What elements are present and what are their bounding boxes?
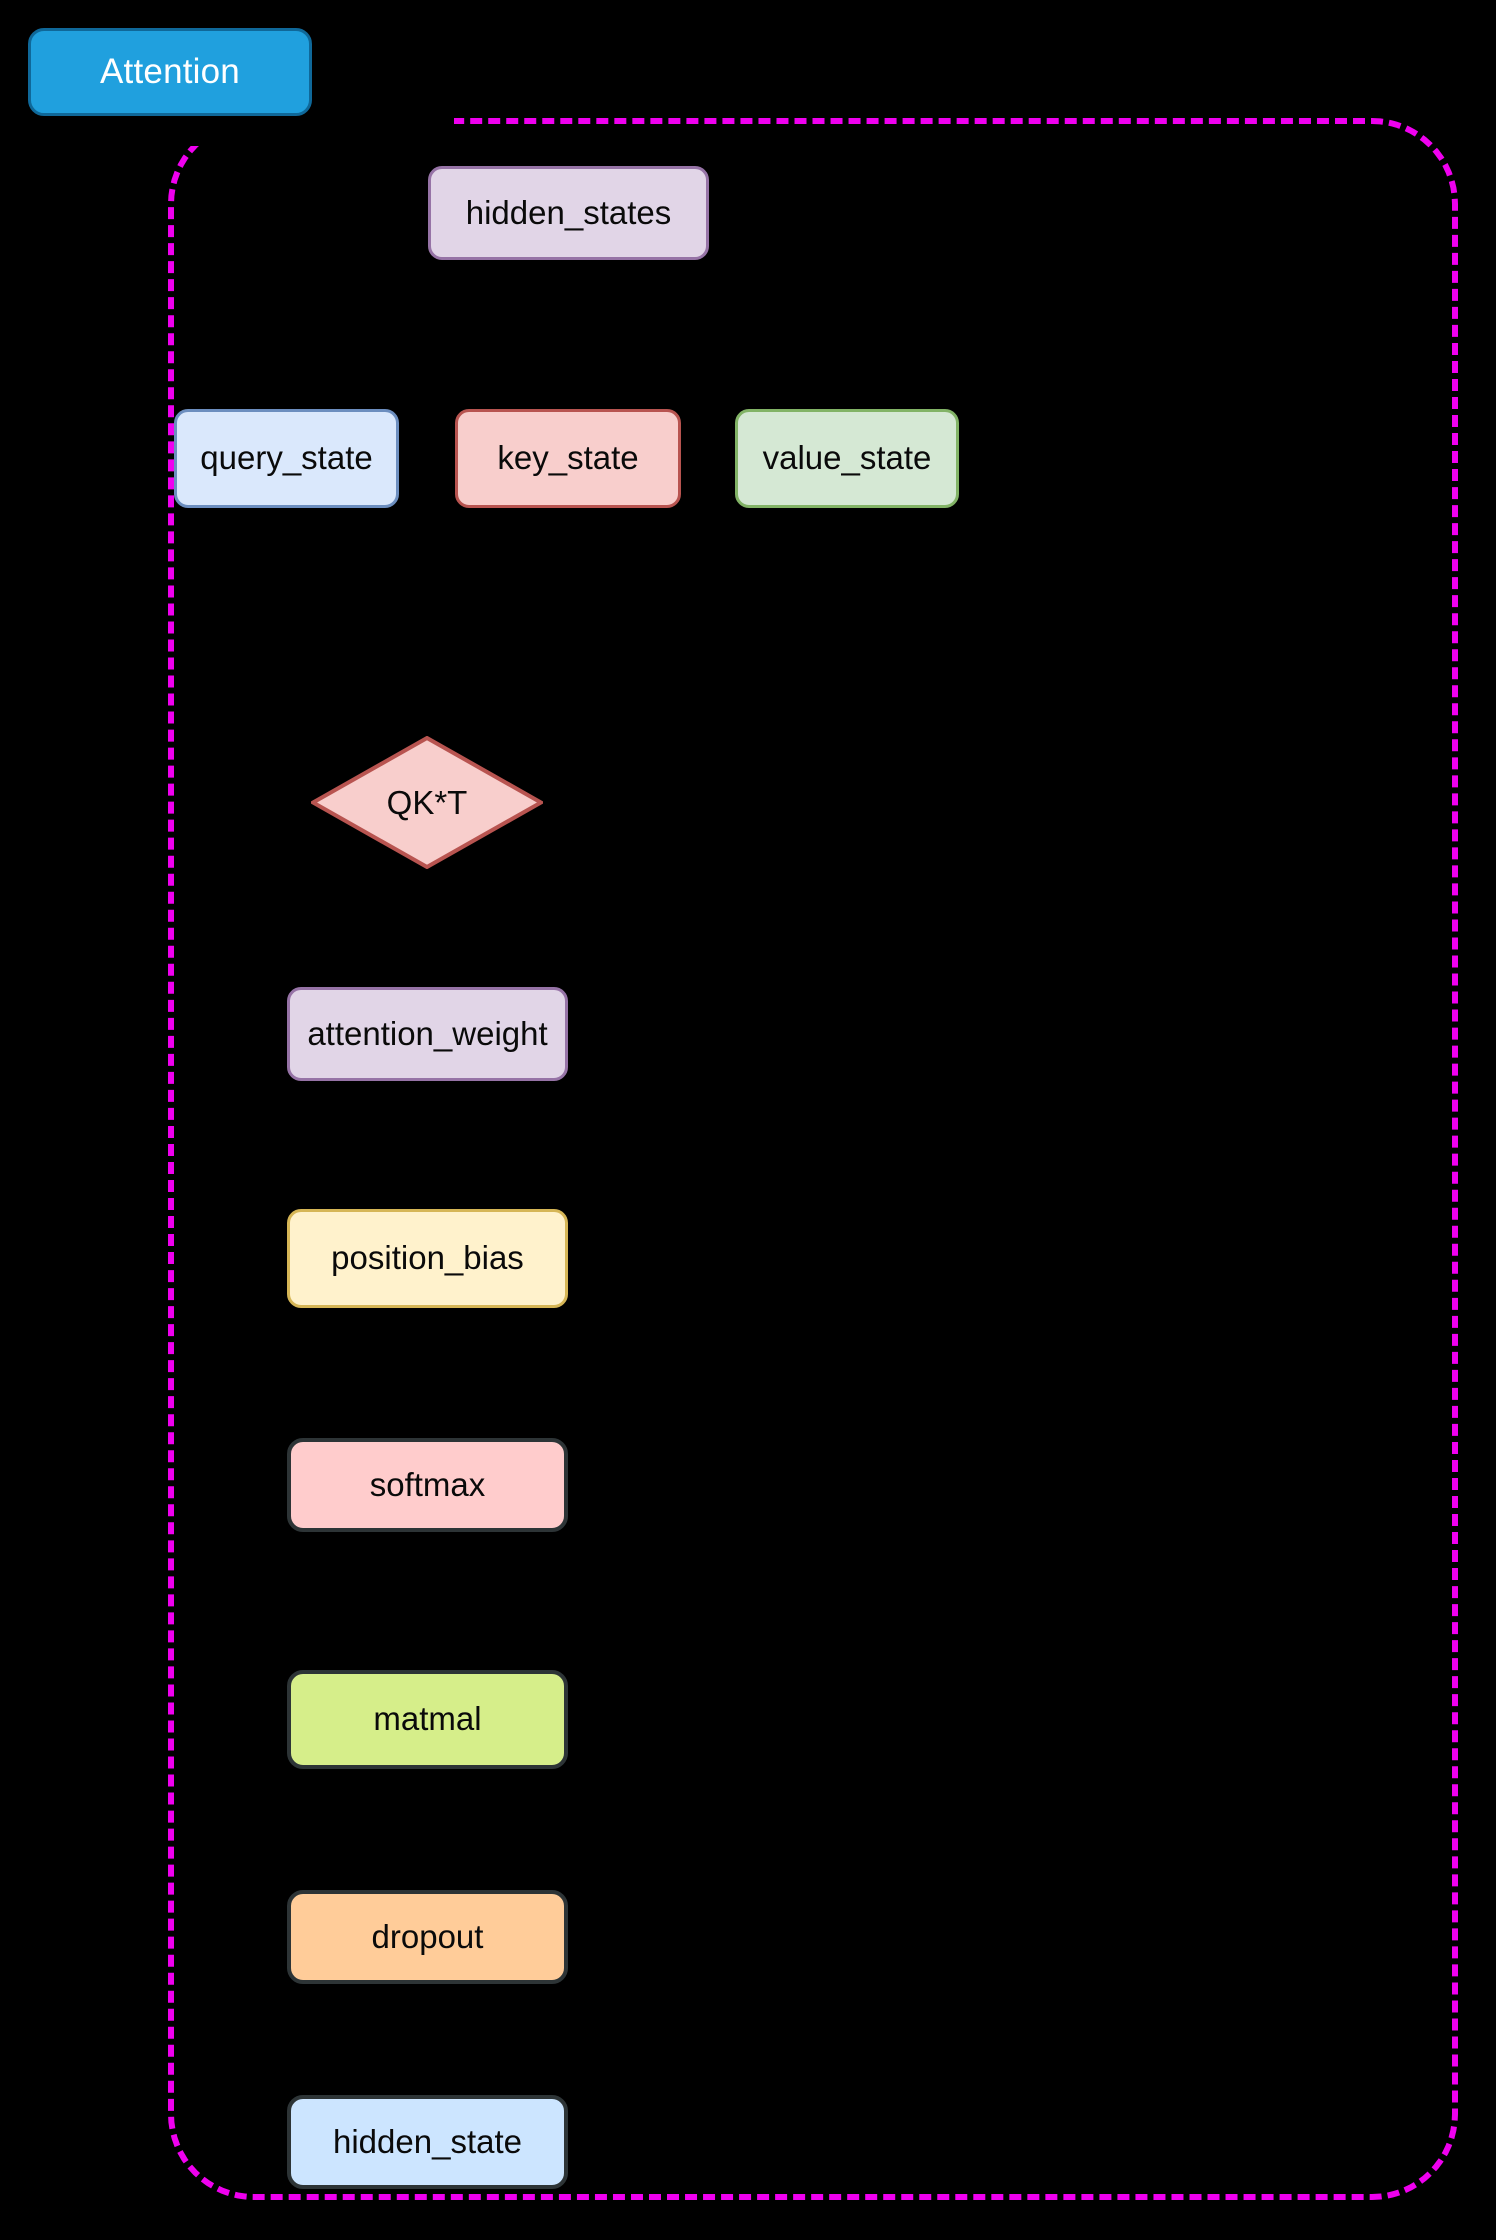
node-attention-weight-label: attention_weight <box>307 1014 548 1052</box>
node-hidden-state-label: hidden_state <box>333 2122 522 2160</box>
node-dropout[interactable]: dropout <box>287 1890 568 1984</box>
node-qkt-label: QK*T <box>386 783 468 821</box>
node-query-state[interactable]: query_state <box>174 409 399 508</box>
node-softmax-label: softmax <box>369 1465 486 1503</box>
node-matmal[interactable]: matmal <box>287 1670 568 1769</box>
node-hidden-states[interactable]: hidden_states <box>428 166 709 260</box>
node-hidden-state[interactable]: hidden_state <box>287 2095 568 2189</box>
node-key-state-label: key_state <box>497 439 639 477</box>
node-position-bias[interactable]: position_bias <box>287 1209 568 1308</box>
node-query-state-label: query_state <box>200 439 373 477</box>
attention-group-title-label: Attention <box>100 52 240 91</box>
node-key-state[interactable]: key_state <box>455 409 681 508</box>
node-softmax[interactable]: softmax <box>287 1438 568 1532</box>
node-value-state-label: value_state <box>762 439 932 477</box>
node-attention-weight[interactable]: attention_weight <box>287 987 568 1081</box>
node-hidden-states-label: hidden_states <box>465 193 672 231</box>
node-position-bias-label: position_bias <box>331 1239 524 1277</box>
node-value-state[interactable]: value_state <box>735 409 959 508</box>
node-qkt[interactable]: QK*T <box>311 736 543 869</box>
diamond-shape <box>311 736 543 869</box>
node-matmal-label: matmal <box>373 1700 482 1738</box>
attention-group-title[interactable]: Attention <box>28 28 312 116</box>
node-dropout-label: dropout <box>371 1917 484 1955</box>
